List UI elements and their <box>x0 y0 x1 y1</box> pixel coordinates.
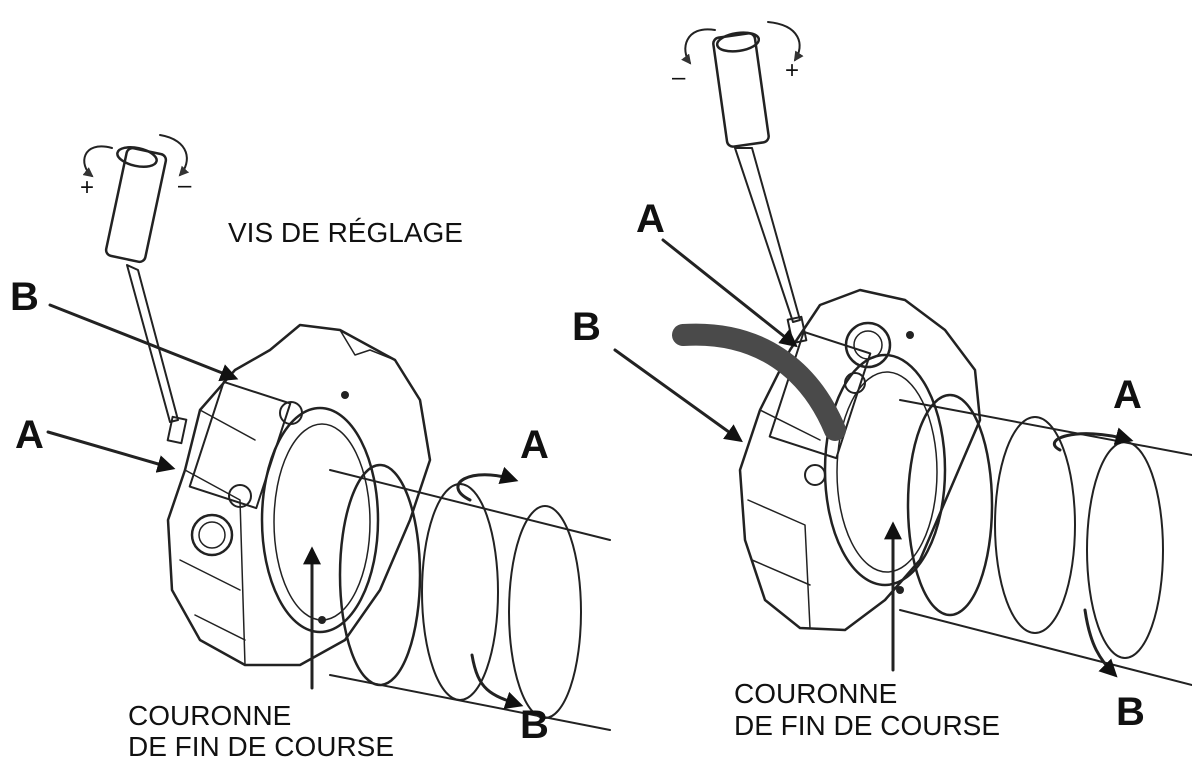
right-label-b-side: B <box>572 305 601 349</box>
left-label-a-side: A <box>15 413 44 457</box>
right-label-a-rotation: A <box>1113 373 1142 417</box>
right-screwdriver: – + <box>672 21 808 345</box>
left-screwdriver: + – <box>80 134 192 445</box>
left-figure: + – VIS DE RÉGLAGE B A A B COURONNE DE F… <box>10 134 611 760</box>
right-ring-label-line2: DE FIN DE COURSE <box>734 710 1000 741</box>
left-ring-label-line1: COURONNE <box>128 700 291 731</box>
left-plus-sign: + <box>80 174 94 201</box>
left-label-b-top: B <box>10 275 39 319</box>
right-cable <box>672 323 846 441</box>
right-figure: – + A B A B COURONNE DE FIN DE COURSE <box>572 21 1192 741</box>
left-minus-sign: – <box>178 172 192 199</box>
left-limit-ring <box>166 323 432 667</box>
right-ring-label-line1: COURONNE <box>734 678 897 709</box>
right-label-a-top: A <box>636 197 665 241</box>
left-label-a-rotation: A <box>520 423 549 467</box>
left-label-b-rotation: B <box>520 703 549 747</box>
right-minus-sign: – <box>672 64 686 91</box>
right-motor-tube <box>899 393 1192 686</box>
right-plus-sign: + <box>785 57 799 84</box>
adjust-screw-label: VIS DE RÉGLAGE <box>228 217 463 248</box>
right-label-b-rotation: B <box>1116 690 1145 734</box>
right-callout-arrows <box>613 238 1134 678</box>
right-limit-ring <box>672 288 982 632</box>
left-ring-label-line2: DE FIN DE COURSE <box>128 731 394 760</box>
left-motor-tube <box>329 463 611 731</box>
left-callout-arrows <box>46 303 524 709</box>
